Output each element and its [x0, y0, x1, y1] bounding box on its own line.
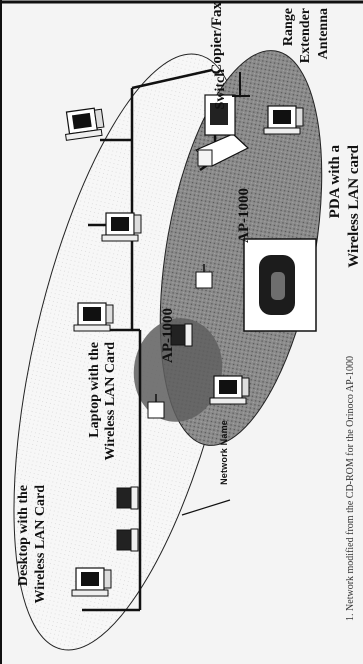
- desktop-label-2: Wireless LAN Card: [34, 485, 49, 603]
- pda-label-1: PDA with a: [328, 145, 344, 218]
- laptop-left-2: [117, 529, 138, 551]
- ap-label-right: AP-1000: [237, 188, 253, 243]
- range-extender-label-1: Range: [282, 8, 297, 46]
- network-name-pointer: [182, 500, 230, 515]
- copier-fax-label: Copier/Fax: [210, 2, 226, 75]
- pc-range-extender: [264, 106, 303, 134]
- laptop-left-1: [117, 487, 138, 509]
- pda-photo: [244, 239, 316, 331]
- laptop-label-1: Laptop with the: [88, 342, 103, 438]
- desktop-label-1: Desktop with the: [17, 485, 32, 586]
- pc-zone-right: [210, 376, 249, 404]
- pc-desktop-wireless: [72, 568, 111, 596]
- pda-label-2: Wireless LAN card: [347, 145, 363, 268]
- figure-caption: 1. Network modified from the CD-ROM for …: [346, 356, 357, 621]
- switch-label: Switch: [214, 69, 229, 109]
- laptop-label-2: Wireless LAN Card: [104, 342, 119, 460]
- network-name-label: Network Name: [220, 420, 229, 485]
- ap-label-left: AP-1000: [161, 308, 177, 363]
- pc-switch-lower: [102, 213, 141, 241]
- pc-lan-upper: [63, 107, 106, 140]
- pc-lan-middle: [74, 303, 113, 331]
- range-extender-label-3: Antenna: [317, 8, 332, 59]
- range-extender-label-2: Extender: [299, 8, 314, 63]
